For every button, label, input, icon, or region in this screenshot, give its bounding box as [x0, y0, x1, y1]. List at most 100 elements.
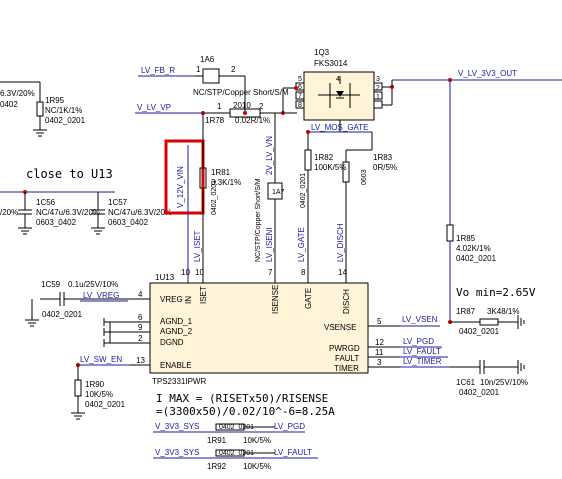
pin-enable-name: ENABLE: [160, 361, 192, 370]
c61-ref: 1C61: [456, 378, 476, 387]
net-lv-disch: LV_DISCH: [336, 223, 345, 262]
vo-min-note: Vo min=2.65V: [456, 286, 536, 299]
r78-pin2: 2: [259, 102, 264, 111]
highlight-box: [164, 139, 205, 215]
r90-val: 10K/5%: [85, 390, 113, 399]
short-1a6: LV_FB_R 1A6 1 2 NC/STP/Copper Short/S/M: [138, 55, 289, 115]
imax-note: I MAX = (RISETx50)/RISENSE =(3300x50)/0.…: [156, 392, 335, 418]
left-frag-pkg: 0402: [0, 100, 18, 109]
net-v-lv-3v3-out: V_LV_3V3_OUT: [458, 69, 517, 78]
net-lv-sw-en: LV_SW_EN: [80, 355, 122, 364]
net-lv-gate: LV_GATE: [297, 227, 306, 262]
u13-name: TPS2331IPWR: [152, 377, 206, 386]
c56-val: NC/47u/6.3V/20%: [36, 208, 100, 217]
r81-ref: 1R81: [211, 168, 231, 177]
resistor-1r85: 1R85 4.02K/1% 0402_0201 Vo min=2.65V: [446, 80, 536, 322]
cap-group-c56-c57: close to U13 /20% 1C56 NC/47u/6.3V/20% 0…: [0, 167, 172, 235]
q3-pin5: 5: [298, 76, 302, 83]
net-lv-fault: LV_FAULT: [403, 347, 441, 356]
c56-ref: 1C56: [36, 198, 56, 207]
r83-ref: 1R83: [373, 153, 393, 162]
vin-net: V_12V_VIN: [164, 139, 205, 283]
r85-ref: 1R85: [456, 234, 476, 243]
r78-ref: 1R78: [205, 116, 225, 125]
pin-vreg-name: VREG: [160, 295, 183, 304]
pin-agnd2-num: 9: [138, 323, 143, 332]
pin-disch-num: 14: [338, 268, 347, 277]
c56-pkg: 0603_0402: [36, 218, 77, 227]
pin-dgnd-name: DGND: [160, 338, 184, 347]
r78-val: 0.02R/1%: [235, 116, 270, 125]
r82-val: 100K/5%: [314, 163, 346, 172]
pullups: V_3V3_SYS LV_PGD 0402_0201 1R91 10K/5% V…: [153, 422, 318, 471]
q3-ref: 1Q3: [314, 48, 330, 57]
q3-pin3: 3: [376, 76, 380, 83]
pin-vreg-num: 4: [138, 290, 143, 299]
net-lv-timer: LV_TIMER: [403, 357, 442, 366]
pin-fault-num: 11: [375, 348, 384, 357]
a7-val: NC/STP/Copper Short/S/M: [255, 178, 262, 262]
r87-pkg: 0402_0201: [459, 327, 500, 336]
pin-in-name: IN: [184, 296, 193, 304]
net-v-lv-vp: V_LV_VP: [137, 103, 171, 112]
r87-val: 3K48/1%: [487, 307, 519, 316]
net-2v-lv-vn: 2V_LV_VN: [265, 136, 274, 175]
r90-pkg: 0402_0201: [85, 400, 126, 409]
close-to-note: close to U13: [26, 167, 113, 181]
net-lv-iset: LV_ISET: [193, 230, 202, 262]
a6-val: NC/STP/Copper Short/S/M: [193, 88, 289, 97]
pin-disch-name: DISCH: [342, 289, 351, 314]
imax-line1: I MAX = (RISETx50)/RISENSE: [156, 392, 328, 405]
net-v-3v3-sys-a: V_3V3_SYS: [155, 422, 199, 431]
pin-timer-name: TIMER: [334, 364, 359, 373]
c59-val: 0.1u/25V/10%: [68, 280, 118, 289]
pin-vsense-name: VSENSE: [324, 323, 356, 332]
resistor-1r82: 1R82 100K/5% 0402_0201 LV_GATE: [297, 130, 346, 283]
c57-ref: 1C57: [108, 198, 128, 207]
c59-ref: 1C59: [41, 280, 61, 289]
r83-val: 0R/5%: [373, 163, 397, 172]
net-lv-fault-b: LV_FAULT: [274, 448, 312, 457]
q3-val: FKS3014: [314, 59, 348, 68]
r87-ref: 1R87: [456, 307, 476, 316]
output-rail: V_LV_3V3_OUT: [382, 69, 562, 106]
r82-pkg: 0402_0201: [300, 173, 307, 208]
mosfet-1q3: 1Q3 FKS3014 5 6 7 8 4 3 2 1 LV_MOS_GATE: [282, 48, 383, 133]
r78-pkg: 2010: [233, 101, 251, 110]
r90-ref: 1R90: [85, 380, 105, 389]
net-lv-iseni: LV_ISENI: [265, 227, 274, 262]
r78-pin1: 1: [217, 102, 222, 111]
u13-body: [149, 282, 369, 374]
pin-agnd1-name: AGND_1: [160, 317, 193, 326]
q3-pin7: 7: [298, 93, 302, 100]
net-v-12v-vin: V_12V_VIN: [176, 166, 185, 208]
q3-pin2: 2: [376, 85, 380, 92]
r91-pkg: 0402_0201: [219, 424, 254, 431]
a6-pin1: 1: [196, 65, 201, 74]
pin-dgnd-num: 2: [138, 334, 143, 343]
r81-val: 3.3K/1%: [211, 178, 241, 187]
c61-pkg: 0402_0201: [459, 388, 500, 397]
pin-enable-num: 13: [136, 356, 145, 365]
r85-val: 4.02K/1%: [456, 244, 491, 253]
a6-ref: 1A6: [200, 55, 215, 64]
c59-pkg: 0402_0201: [42, 310, 83, 319]
pin-vsense-num: 5: [377, 317, 382, 326]
pin-pwrgd-num: 12: [375, 338, 384, 347]
u13-ref: 1U13: [155, 273, 175, 282]
left-frag-value2: /20%: [0, 208, 18, 217]
c57-pkg: 0603_0402: [108, 218, 149, 227]
pin-pwrgd-name: PWRGD: [329, 344, 360, 353]
c57-val: NC/47u/6.3V/20%: [108, 208, 172, 217]
q3-pin4: 4: [336, 76, 340, 83]
r91-ref: 1R91: [207, 436, 227, 445]
r95-ref: 1R95: [45, 96, 65, 105]
resistor-1r81: 1R81 3.3K/1% 0402_0201 LV_ISET: [193, 113, 241, 283]
pin-fault-name: FAULT: [335, 354, 359, 363]
short-1a7: 1A7 NC/STP/Copper Short/S/M 2V_LV_VN LV_…: [255, 113, 285, 283]
r92-val: 10K/5%: [243, 462, 271, 471]
pin-gate-num: 8: [301, 268, 306, 277]
r85-pkg: 0402_0201: [456, 254, 497, 263]
r95-val: NC/1K/1%: [45, 106, 82, 115]
